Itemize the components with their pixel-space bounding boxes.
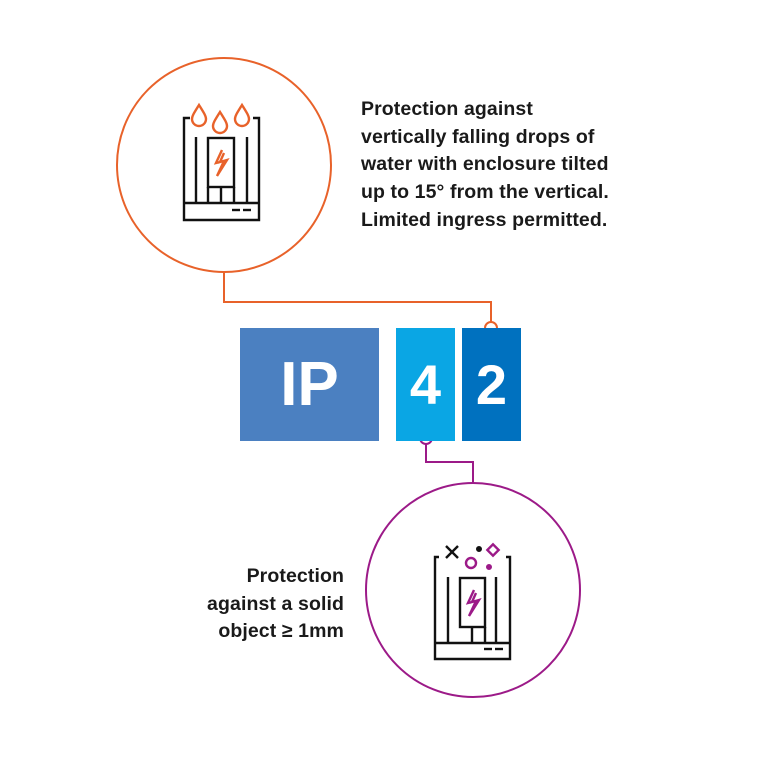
description-line: Protection against xyxy=(361,98,533,120)
description-line: against a solid xyxy=(207,592,344,615)
solid-protection-digit: 4 xyxy=(409,353,442,416)
description-line: water with enclosure tilted xyxy=(361,153,609,176)
water-protection-description: Protection against vertically falling dr… xyxy=(361,96,609,235)
description-line: vertically falling drops of xyxy=(361,125,595,148)
description-line: object ≥ 1mm xyxy=(218,620,344,643)
water-protection-digit-box: 2 xyxy=(462,328,521,441)
enclosure-solid-objects-icon xyxy=(433,542,512,661)
description-line: up to 15° from the vertical. xyxy=(361,181,609,204)
solid-connector xyxy=(365,431,581,698)
water-protection-digit: 2 xyxy=(475,353,508,416)
solid-protection-description: Protection against a solid object ≥ 1mm xyxy=(207,563,344,646)
enclosure-water-drops-icon xyxy=(182,102,261,222)
ip-prefix-label: IP xyxy=(280,350,339,419)
description-line: Limited ingress permitted. xyxy=(361,208,608,231)
solid-protection-digit-box: 4 xyxy=(396,328,455,441)
description-line: Protection xyxy=(246,565,344,587)
ip-prefix-box: IP xyxy=(240,328,379,441)
